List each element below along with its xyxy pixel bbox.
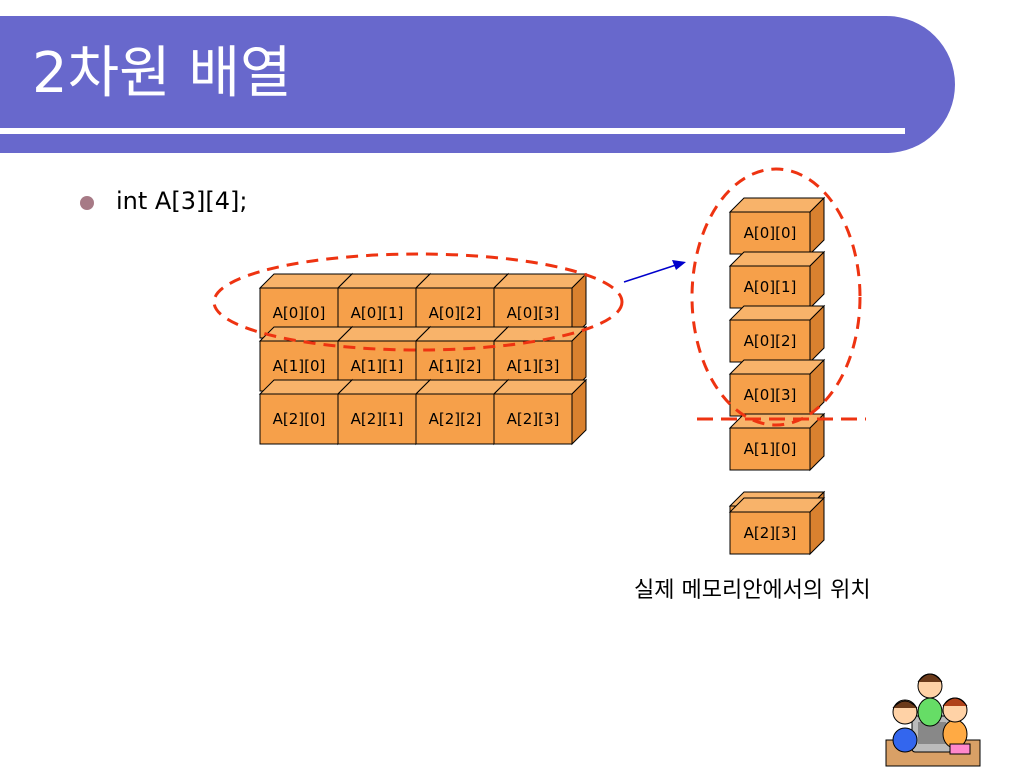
grid-blocks: A[0][0] A[0][1] A[0][2] A[0][3] A[1][0] A[1][… [258,272,588,446]
block-top [728,359,826,375]
slide-title: 2차원 배열 [32,41,292,106]
block-label: A[2][2] [429,410,482,428]
memory-cell-1: A[0][1] [728,250,826,310]
block-front [729,511,811,555]
memory-blocks: A[0][0]A[0][1]A[0][2]A[0][3]A[1][0]…A[2]… [728,196,826,556]
block-front [337,393,417,445]
block-top [728,197,826,213]
block-label: A[0][1] [351,304,404,322]
mapping-arrow-head [672,260,686,270]
memory-cell-2: A[0][2] [728,304,826,364]
block-label: A[1][1] [351,357,404,375]
block-top [336,273,432,289]
bullet-dot [80,196,94,210]
block-front [259,393,339,445]
block-label: A[1][3] [507,357,560,375]
block-label: A[1][2] [429,357,482,375]
grid-cell-2-2: A[2][2] [414,378,510,446]
block-front [729,373,811,417]
block-top [258,273,354,289]
block-label: A[1][0] [744,440,797,458]
block-top [414,379,510,395]
memory-cell-3: A[0][3] [728,358,826,418]
block-top [728,251,826,267]
memory-highlight-ellipse [690,167,862,427]
block-front [493,393,573,445]
block-label: A[0][0] [273,304,326,322]
block-label: A[0][3] [744,386,797,404]
block-label: A[0][2] [744,332,797,350]
block-top [336,379,432,395]
block-top [492,273,588,289]
block-front [729,265,811,309]
block-label: A[2][3] [744,524,797,542]
children-computer-illustration [885,673,981,767]
memory-cell-last: A[2][3] [728,496,826,556]
block-label: A[0][3] [507,304,560,322]
block-label: A[2][1] [351,410,404,428]
block-label: A[0][1] [744,278,797,296]
memory-cell-0: A[0][0] [728,196,826,256]
block-top [728,497,826,513]
bullet-text: int A[3][4]; [116,187,248,215]
block-top [492,379,588,395]
block-label: A[1][0] [273,357,326,375]
block-top [258,379,354,395]
block-label: A[2][0] [273,410,326,428]
block-top [336,326,432,342]
block-label: A[2][3] [507,410,560,428]
block-front [729,319,811,363]
title-underline [0,128,905,134]
block-label: A[0][0] [744,224,797,242]
block-top [414,273,510,289]
memory-caption: 실제 메모리안에서의 위치 [634,578,871,603]
block-top [414,326,510,342]
block-front [729,427,811,471]
row-highlight-ellipse [212,252,624,352]
memory-cell-4: A[1][0] [728,412,826,472]
grid-cell-2-3: A[2][3] [492,378,588,446]
mapping-arrow-line [623,264,677,283]
block-top [728,305,826,321]
block-label: A[0][2] [429,304,482,322]
block-front [415,393,495,445]
block-top [258,326,354,342]
